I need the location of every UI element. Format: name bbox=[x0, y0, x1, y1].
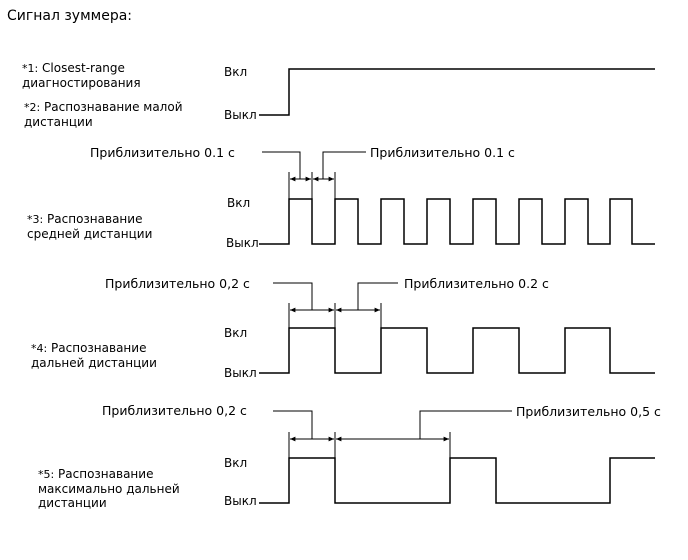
level-on-label-5: Вкл bbox=[224, 456, 248, 470]
level-on-label-3: Вкл bbox=[227, 196, 251, 210]
leader-line bbox=[357, 282, 398, 310]
diagram-title: Сигнал зуммера: bbox=[7, 8, 133, 24]
leader-line bbox=[273, 410, 313, 439]
waveform-medium-range bbox=[259, 198, 655, 245]
waveform-short-range bbox=[259, 68, 655, 116]
annotation-max-right: Приблизительно 0,5 с bbox=[516, 404, 661, 419]
annotation-medium-right: Приблизительно 0.1 с bbox=[370, 145, 515, 160]
level-off-label-1: Выкл bbox=[224, 108, 257, 122]
annotation-medium-left: Приблизительно 0.1 с bbox=[90, 145, 235, 160]
waveform-long-range bbox=[259, 327, 655, 374]
label-max-range: *5: Распознавание максимально дальней ди… bbox=[38, 467, 180, 510]
level-off-label-3: Выкл bbox=[226, 236, 259, 250]
leader-line bbox=[273, 282, 313, 310]
label-long-range: *4: Распознавание дальней дистанции bbox=[31, 341, 157, 370]
leader-line bbox=[262, 151, 301, 179]
level-off-label-5: Выкл bbox=[224, 494, 257, 508]
annotation-long-right: Приблизительно 0.2 с bbox=[404, 276, 549, 291]
label-closest-range: *1: Closest-range диагностирования bbox=[22, 61, 141, 90]
label-short-range: *2: Распознавание малой дистанции bbox=[24, 100, 183, 129]
label-medium-range: *3: Распознавание средней дистанции bbox=[27, 212, 153, 241]
level-on-label-1: Вкл bbox=[224, 65, 248, 79]
waveform-max-range bbox=[259, 457, 655, 504]
level-on-label-4: Вкл bbox=[224, 326, 248, 340]
annotation-long-left: Приблизительно 0,2 с bbox=[105, 276, 250, 291]
level-off-label-4: Выкл bbox=[224, 366, 257, 380]
leader-line bbox=[419, 410, 512, 439]
leader-line bbox=[322, 151, 366, 179]
annotation-max-left: Приблизительно 0,2 с bbox=[102, 403, 247, 418]
